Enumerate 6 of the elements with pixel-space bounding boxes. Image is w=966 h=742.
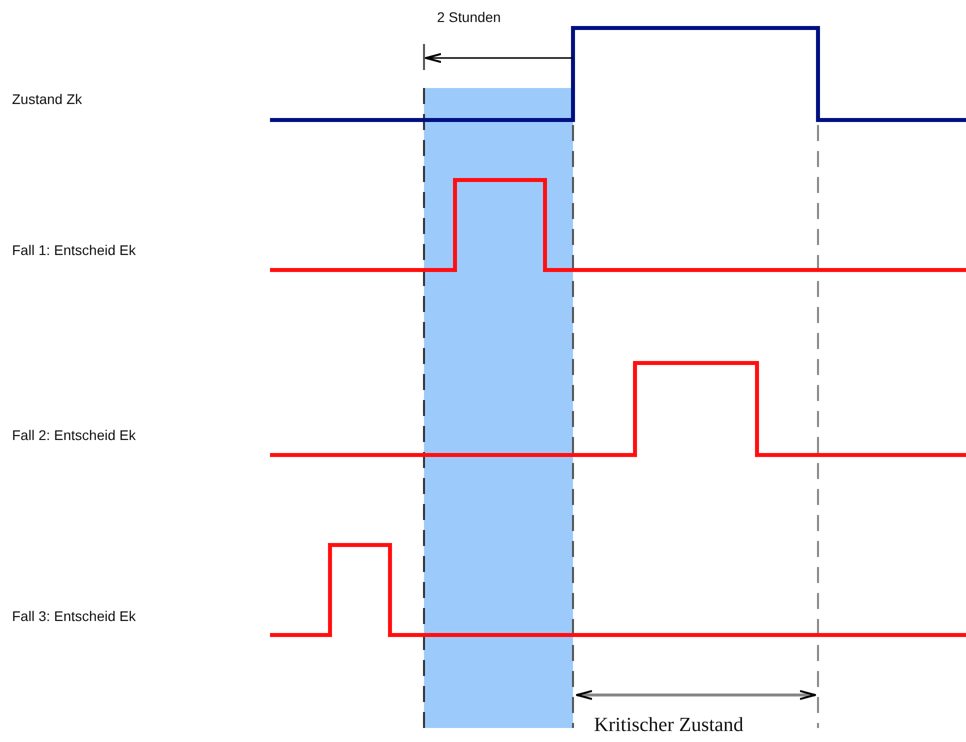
signal-label: Fall 2: Entscheid Ek: [12, 427, 136, 443]
signal-label: Fall 3: Entscheid Ek: [12, 608, 136, 624]
duration-label: Kritischer Zustand: [594, 714, 744, 737]
duration-label: 2 Stunden: [437, 9, 501, 25]
signal-label: Zustand Zk: [12, 91, 82, 107]
signal-label: Fall 1: Entscheid Ek: [12, 242, 136, 258]
